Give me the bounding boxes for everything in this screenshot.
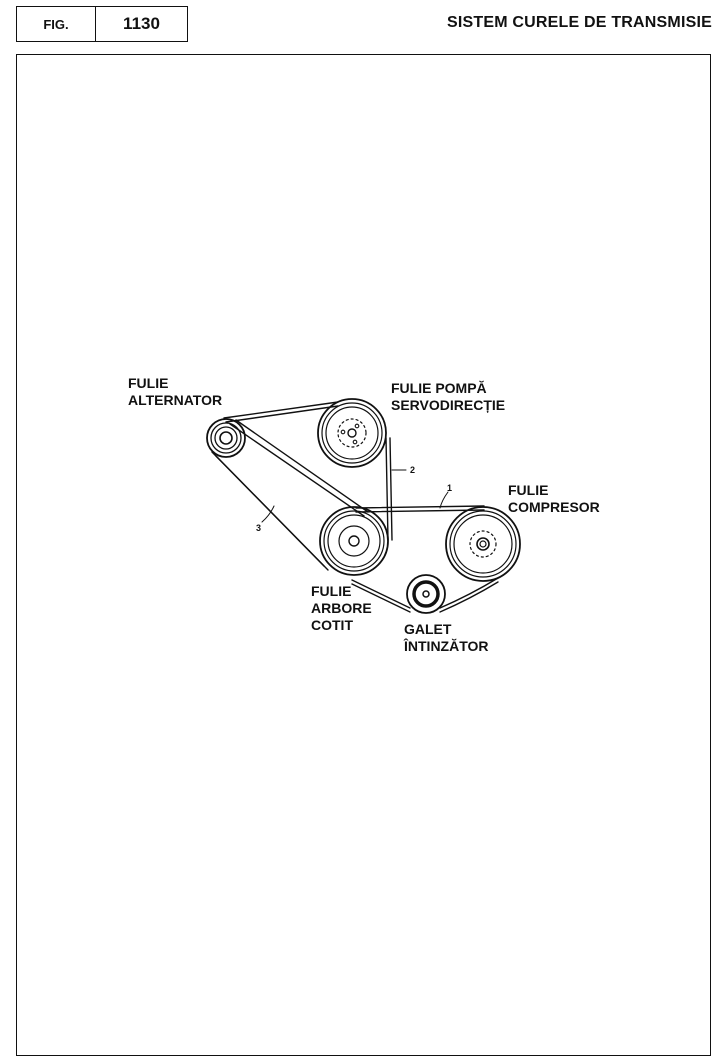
label-line: SERVODIRECȚIE	[391, 397, 506, 413]
belt-1	[351, 505, 499, 613]
pump-pulley	[317, 398, 387, 468]
figure-label: FIG.	[17, 7, 96, 41]
label-crankshaft-pulley: FULIE ARBORE COTIT	[311, 583, 372, 634]
belt-number-1: 1	[447, 483, 453, 493]
label-alternator-pulley: FULIE ALTERNATOR	[128, 375, 222, 409]
label-line: GALET	[404, 621, 452, 637]
compressor-pulley	[445, 506, 521, 582]
label-line: FULIE	[311, 583, 352, 599]
label-line: COTIT	[311, 617, 353, 633]
belt-3	[211, 419, 369, 571]
figure-number: 1130	[123, 14, 160, 33]
alternator-pulley	[206, 418, 246, 458]
diagram-frame	[16, 54, 711, 1056]
label-line: FULIE POMPĂ	[391, 380, 487, 396]
figure-id-box: FIG. 1130	[16, 6, 188, 42]
label-line: ÎNTINZĂTOR	[404, 638, 489, 654]
tensioner-pulley	[406, 574, 446, 614]
label-tensioner-pulley: GALET ÎNTINZĂTOR	[404, 621, 489, 655]
label-line: FULIE	[508, 482, 549, 498]
belt-number-leaders	[261, 469, 449, 523]
belt-number-3: 3	[256, 523, 262, 533]
page-title: SISTEM CURELE DE TRANSMISIE	[447, 14, 712, 31]
crankshaft-pulley	[319, 506, 389, 576]
label-line: ALTERNATOR	[128, 392, 223, 408]
label-line: FULIE	[128, 375, 169, 391]
label-pump-pulley: FULIE POMPĂ SERVODIRECȚIE	[391, 380, 505, 414]
label-line: COMPRESOR	[508, 499, 600, 515]
label-compressor-pulley: FULIE COMPRESOR	[508, 482, 600, 516]
belt-2	[223, 401, 393, 541]
label-line: ARBORE	[311, 600, 372, 616]
belt-number-2: 2	[410, 465, 416, 475]
